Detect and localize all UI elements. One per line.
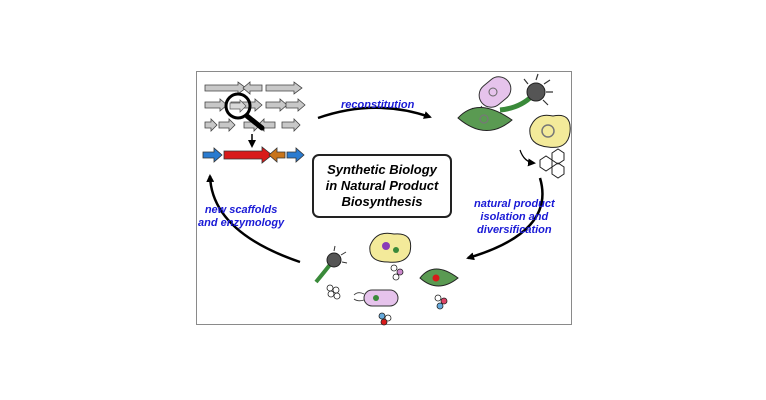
- label-scaffolds-line-1: new scaffolds: [204, 204, 278, 216]
- title-line-3: Biosynthesis: [341, 194, 423, 209]
- label-isolation-line-1: natural product: [474, 198, 555, 210]
- product-arrow: [519, 149, 536, 167]
- yeast-icon: [529, 114, 571, 148]
- yeast-icon: [369, 232, 412, 263]
- gene-cluster-gray: [204, 81, 306, 132]
- label-scaffolds-line-2: and enzymology: [198, 217, 285, 229]
- label-isolation-line-2: isolation and: [480, 211, 549, 223]
- molecule-icon: [378, 312, 392, 326]
- label-isolation: natural product isolation and diversific…: [474, 198, 555, 237]
- title-line-2: in Natural Product: [325, 178, 439, 193]
- fungus-icon: [499, 73, 553, 113]
- title-box: Synthetic Biology in Natural Product Bio…: [312, 154, 452, 218]
- fungus-icon: [314, 245, 348, 284]
- label-isolation-line-3: diversification: [477, 224, 552, 236]
- label-reconstitution: reconstitution: [341, 99, 415, 111]
- leaf-icon: [457, 107, 513, 131]
- cycle-arrow: [206, 106, 544, 264]
- molecule-icon: [539, 148, 565, 179]
- molecule-icon: [390, 264, 404, 281]
- title-line-1: Synthetic Biology: [327, 162, 437, 177]
- bacterium-icon: [353, 289, 399, 307]
- molecule-icon: [326, 284, 341, 300]
- gene-cluster-refactored: [202, 146, 305, 164]
- leaf-icon: [419, 268, 459, 287]
- bacterium-icon: [471, 76, 512, 117]
- magnifier-icon: [224, 92, 265, 131]
- label-scaffolds: new scaffolds and enzymology: [198, 204, 284, 230]
- molecule-icon: [434, 294, 448, 310]
